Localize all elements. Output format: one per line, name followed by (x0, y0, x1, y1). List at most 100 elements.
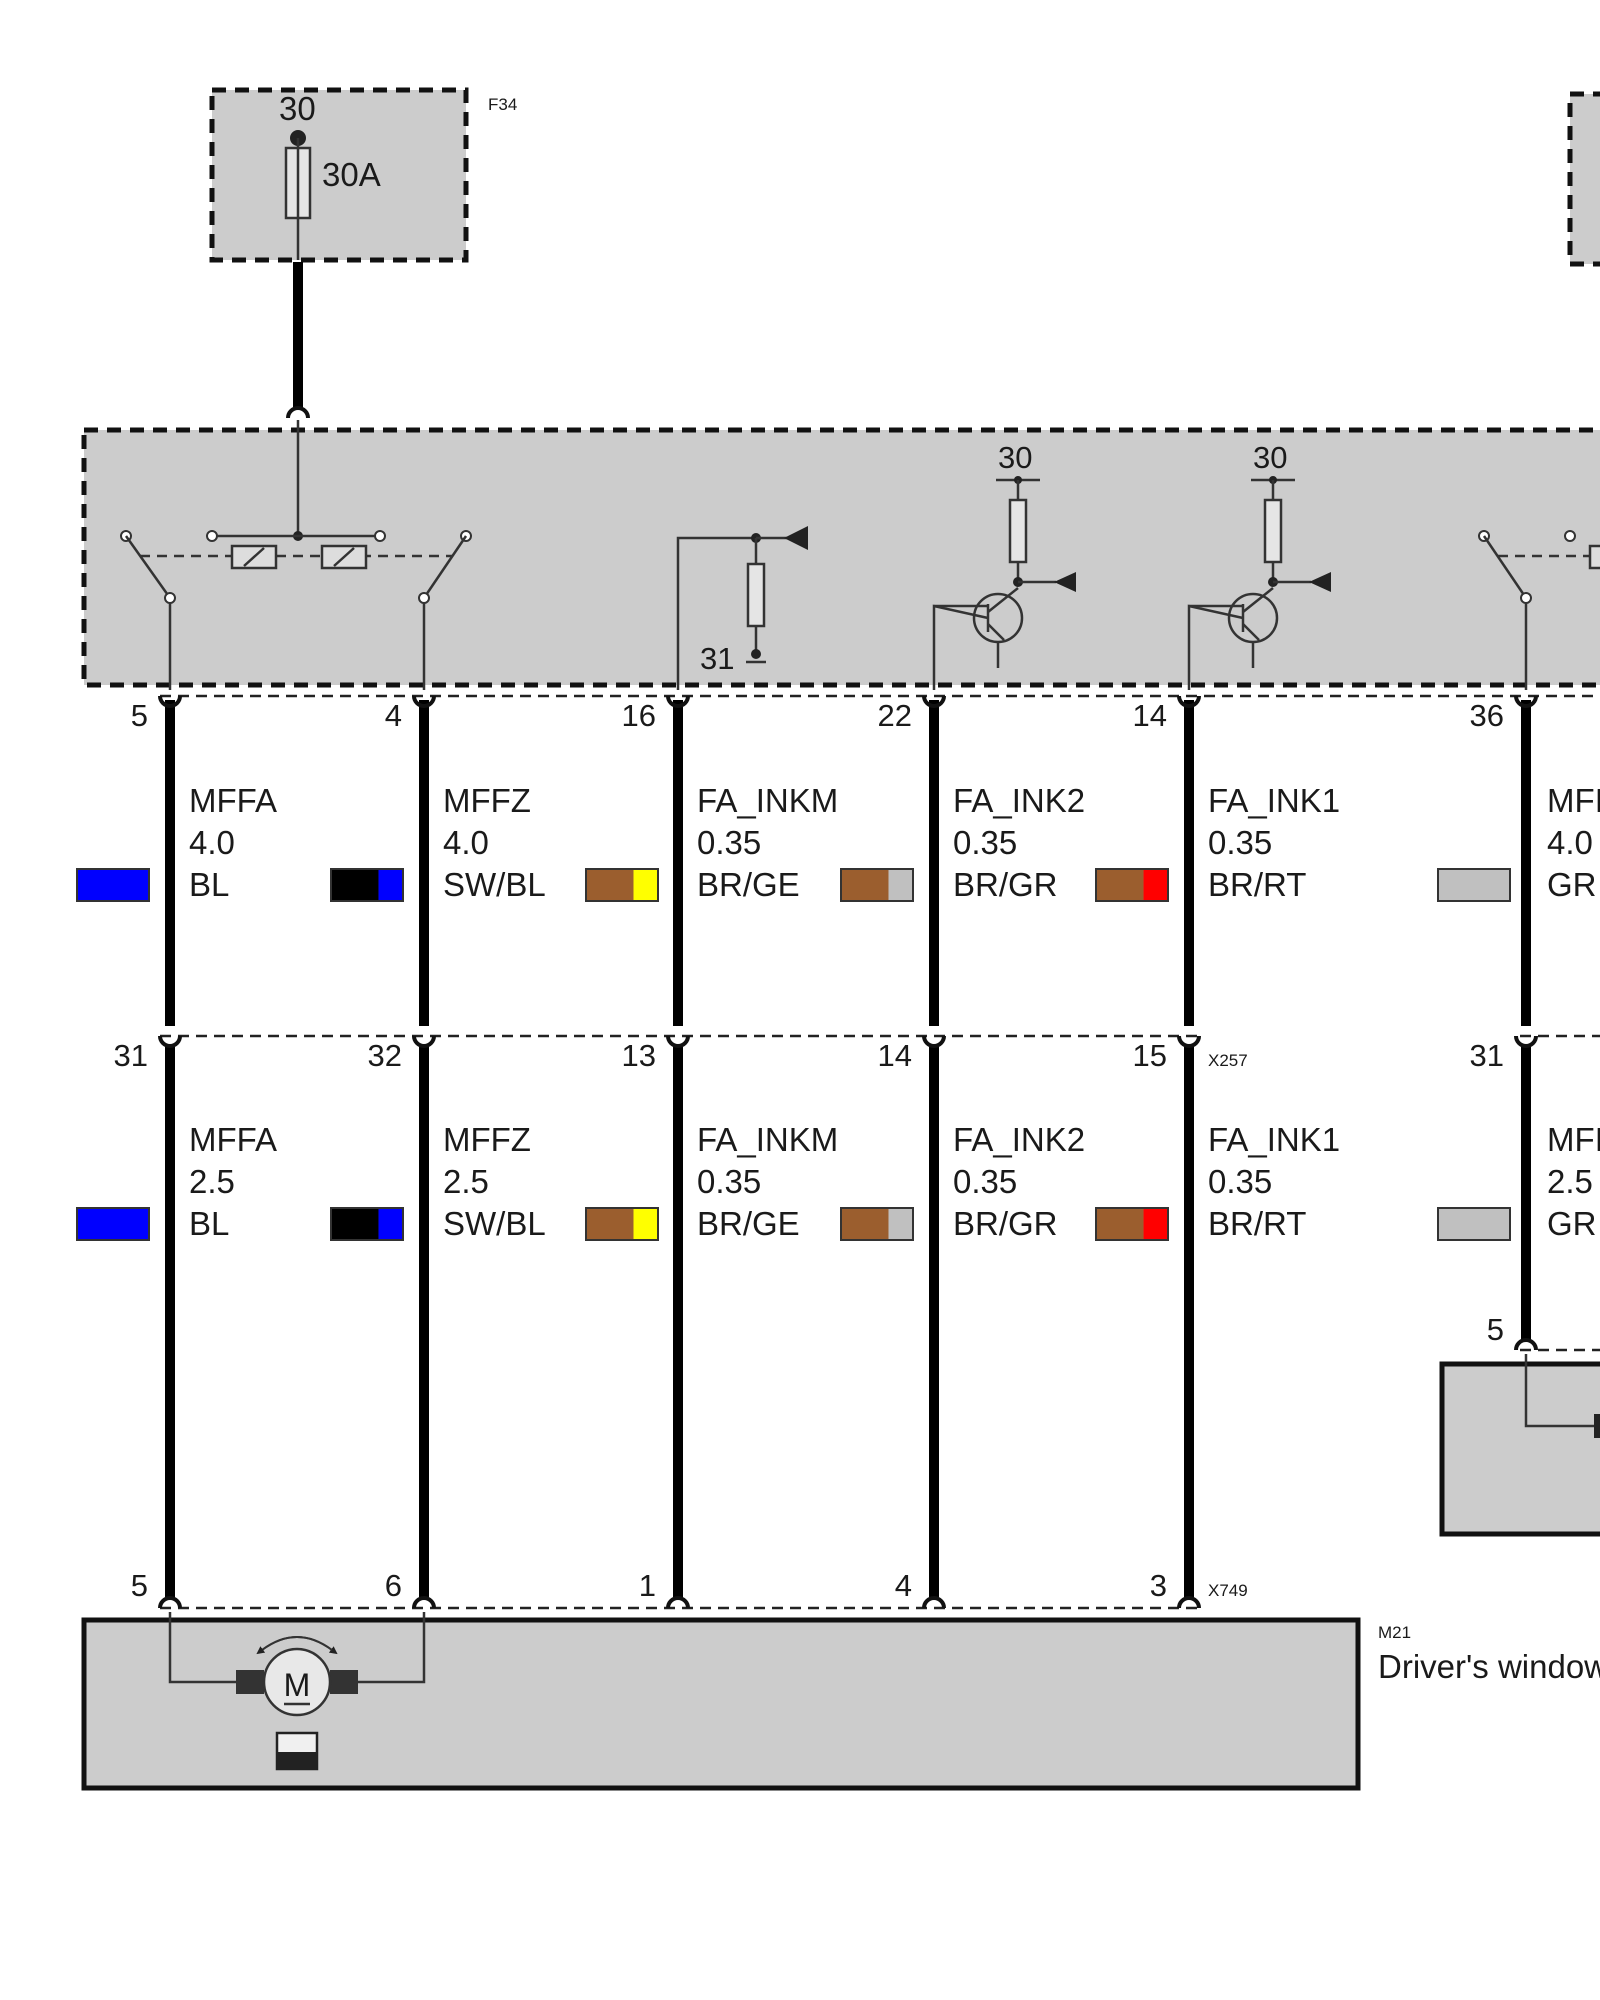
swatch-border (1095, 868, 1169, 902)
fuse-box-f34: 30 30A F34 (209, 87, 517, 263)
mid-pin-1: 31 (114, 1038, 148, 1073)
swatch-segment (1096, 869, 1144, 901)
swatch-segment (378, 1208, 403, 1240)
right-relay-partial (1478, 530, 1600, 690)
motor-icon (262, 1647, 332, 1717)
top-pin-6: 36 (1470, 698, 1504, 733)
top-wire-labels: MFFA 4.0 BL MFFZ 4.0 SW/BL FA_INKM 0.35 … (189, 782, 1600, 903)
fuse-terminal-label: 30 (279, 90, 316, 127)
mid-swatch-6 (1437, 1207, 1511, 1241)
mid-wire-size-4: 0.35 (953, 1163, 1017, 1200)
swatch-segment (77, 869, 149, 901)
top-wire-size-4: 0.35 (953, 824, 1017, 861)
control-module: 31 30 30 (81, 420, 1600, 690)
x749-label: X749 (1208, 1581, 1248, 1600)
top-wire-name-1: MFFA (189, 782, 277, 819)
mid-wire-code-3: BR/GE (697, 1205, 800, 1242)
mid-pin-5: 15 (1133, 1038, 1167, 1073)
top-pin-3: 16 (622, 698, 656, 733)
bot-pin-3: 1 (639, 1568, 656, 1603)
mid-swatch-4 (840, 1207, 914, 1241)
swatch-border (840, 1207, 914, 1241)
mid-wire-name-5: FA_INK1 (1208, 1121, 1340, 1158)
mid-wire-code-5: BR/RT (1208, 1205, 1306, 1242)
mid-swatch-3 (585, 1207, 659, 1241)
swatch-segment (586, 1208, 634, 1240)
top-swatch-5 (1095, 868, 1169, 902)
top-swatch-1 (76, 868, 150, 902)
mid-wire-name-4: FA_INK2 (953, 1121, 1085, 1158)
top-pin-numbers: 5 4 16 22 14 36 (131, 698, 1504, 733)
mid-wire-size-6: 2.5 (1547, 1163, 1593, 1200)
supply-label-ink1: 30 (1253, 440, 1287, 475)
top-wire-name-4: FA_INK2 (953, 782, 1085, 819)
mid-wire-code-1: BL (189, 1205, 229, 1242)
top-wire-code-1: BL (189, 866, 229, 903)
top-wire-code-3: BR/GE (697, 866, 800, 903)
mid-wire-code-6: GR (1547, 1205, 1597, 1242)
swatch-segment (633, 1208, 658, 1240)
swatch-border (76, 868, 150, 902)
top-pin-1: 5 (131, 698, 148, 733)
top-swatch-3 (585, 868, 659, 902)
mid-wire-size-3: 0.35 (697, 1163, 761, 1200)
ink1-transistor-circuit: 30 (1187, 440, 1331, 690)
bottom-pin-numbers: 5 6 1 4 3 X749 5 (131, 1312, 1504, 1603)
mid-wire-name-1: MFFA (189, 1121, 277, 1158)
mid-swatch-5 (1095, 1207, 1169, 1241)
fuse-rating: 30A (322, 156, 381, 193)
connector-cups (158, 695, 1538, 1609)
middle-wire-labels: MFFA 2.5 BL MFFZ 2.5 SW/BL FA_INKM 0.35 … (189, 1121, 1600, 1242)
top-wire-code-4: BR/GR (953, 866, 1058, 903)
swatch-segment (888, 1208, 913, 1240)
swatch-segment (1143, 869, 1168, 901)
mid-wire-name-3: FA_INKM (697, 1121, 838, 1158)
mid-wire-name-6: MFI (1547, 1121, 1600, 1158)
x257-label: X257 (1208, 1051, 1248, 1070)
top-wire-name-5: FA_INK1 (1208, 782, 1340, 819)
swatch-segment (841, 869, 889, 901)
top-swatch-2 (330, 868, 404, 902)
window-relay (120, 420, 472, 690)
ground-label: 31 (700, 641, 734, 676)
mid-pin-3: 13 (622, 1038, 656, 1073)
swatch-border (1437, 1207, 1511, 1241)
mid-wire-code-2: SW/BL (443, 1205, 546, 1242)
swatch-border (1095, 1207, 1169, 1241)
fuse-id: F34 (488, 95, 517, 114)
top-wire-size-3: 0.35 (697, 824, 761, 861)
swatch-segment (633, 869, 658, 901)
swatch-border (585, 868, 659, 902)
motor-symbol-m: M (284, 1667, 311, 1703)
swatch-segment (586, 869, 634, 901)
swatch-segment (1143, 1208, 1168, 1240)
swatch-border (840, 868, 914, 902)
right-partial-box (1567, 91, 1600, 267)
right-side-module (1439, 1354, 1600, 1537)
swatch-segment (841, 1208, 889, 1240)
inkm-input-circuit: 31 (676, 526, 808, 690)
top-wire-code-6: GR (1547, 866, 1597, 903)
module-input-connector (286, 406, 310, 419)
top-wire-name-2: MFFZ (443, 782, 531, 819)
swatch-segment (1096, 1208, 1144, 1240)
mid-wire-size-1: 2.5 (189, 1163, 235, 1200)
motor-name: Driver's window (1378, 1648, 1600, 1685)
mid-swatch-2 (330, 1207, 404, 1241)
bot-pin-2: 6 (385, 1568, 402, 1603)
top-wire-size-5: 0.35 (1208, 824, 1272, 861)
middle-color-swatches (76, 1207, 1511, 1241)
top-swatch-4 (840, 868, 914, 902)
swatch-border (585, 1207, 659, 1241)
mid-wire-size-5: 0.35 (1208, 1163, 1272, 1200)
swatch-segment (77, 1208, 149, 1240)
motor-id: M21 (1378, 1623, 1411, 1642)
motor-brush-right (330, 1670, 358, 1694)
top-wire-code-2: SW/BL (443, 866, 546, 903)
swatch-segment (331, 1208, 379, 1240)
swatch-segment (1438, 869, 1510, 901)
top-wire-name-3: FA_INKM (697, 782, 838, 819)
top-wire-size-6: 4.0 (1547, 824, 1593, 861)
top-pin-2: 4 (385, 698, 402, 733)
